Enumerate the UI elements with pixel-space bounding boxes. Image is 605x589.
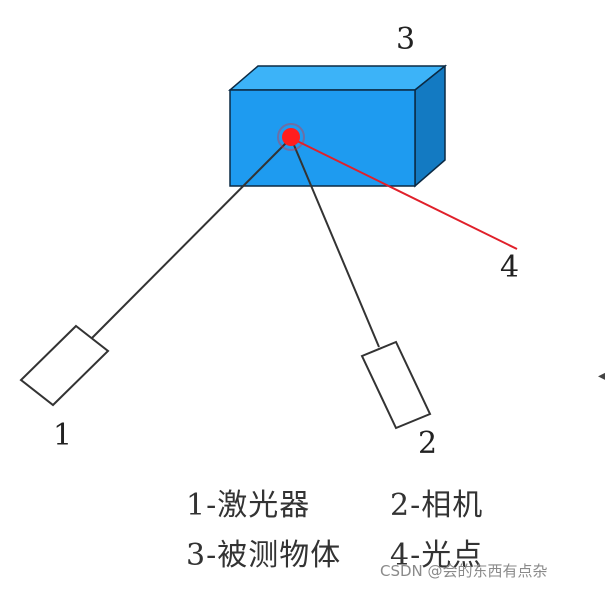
laser-spot-glow (277, 123, 305, 151)
object-number-label: 3 (396, 22, 416, 57)
reflection-line (290, 137, 518, 250)
legend-laser: 1-激光器 (186, 488, 311, 523)
camera-device-icon (360, 340, 432, 430)
laser-spot-icon (282, 128, 300, 146)
legend-object: 3-被测物体 (186, 538, 342, 573)
laser-device-icon (19, 324, 110, 407)
spot-number-label: 4 (500, 250, 520, 285)
laser-beam-line (91, 137, 292, 339)
legend-camera: 2-相机 (390, 488, 484, 523)
object-front-face (229, 89, 416, 187)
edge-arrow-icon: ◂ (597, 368, 605, 384)
camera-view-line (290, 137, 380, 348)
legend-spot: 4-光点 (390, 538, 484, 573)
laser-number-label: 1 (53, 418, 73, 453)
watermark-text: CSDN @会的东西有点杂 (380, 562, 548, 580)
object-top-face (227, 65, 448, 91)
camera-number-label: 2 (418, 426, 438, 461)
